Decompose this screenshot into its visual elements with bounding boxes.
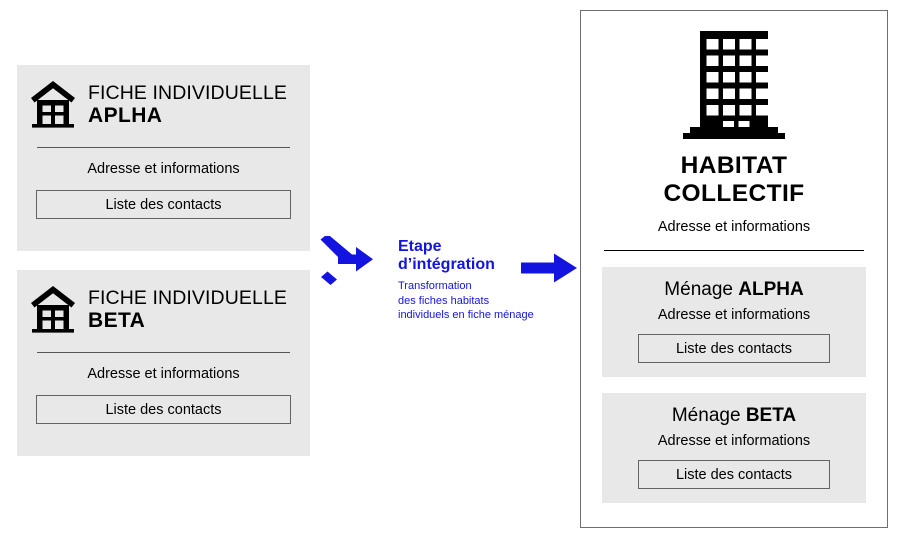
integration-step-subtitle: Transformation des fiches habitats indiv…	[398, 279, 548, 323]
integration-step-text: Etape d’intégration Transformation des f…	[398, 238, 548, 323]
individual-card-title-line1: FICHE INDIVIDUELLE	[88, 81, 288, 104]
integration-step: Etape d’intégration Transformation des f…	[318, 232, 578, 332]
divider	[37, 352, 290, 353]
house-icon	[31, 286, 75, 333]
individual-card-alpha: FICHE INDIVIDUELLE APLHA Adresse et info…	[17, 65, 310, 251]
integration-step-title-line2: d’intégration	[398, 255, 495, 273]
contacts-list-button[interactable]: Liste des contacts	[36, 190, 291, 219]
apartment-building-icon	[683, 31, 785, 139]
address-label: Adresse et informations	[657, 433, 811, 450]
menage-prefix: Ménage	[671, 405, 746, 427]
individual-card-title-line2: BETA	[88, 308, 146, 332]
individual-card-titles: FICHE INDIVIDUELLE BETA	[88, 286, 287, 333]
integration-step-title-line1: Etape	[398, 238, 442, 255]
menage-title: Ménage ALPHA	[602, 279, 866, 301]
individual-card-beta: FICHE INDIVIDUELLE BETA Adresse et infor…	[17, 270, 310, 456]
address-label: Adresse et informations	[87, 161, 240, 177]
collective-address-label: Adresse et informations	[657, 218, 811, 235]
menage-title: Ménage BETA	[602, 405, 866, 427]
address-label: Adresse et informations	[657, 307, 811, 324]
menage-card-beta: Ménage BETA Adresse et informations List…	[602, 393, 866, 504]
individual-card-title-line2: APLHA	[88, 103, 163, 127]
merge-arrow-icon	[320, 236, 373, 285]
collective-housing-panel: HABITAT COLLECTIF Adresse et information…	[580, 10, 888, 528]
contacts-list-button[interactable]: Liste des contacts	[36, 395, 291, 424]
menage-prefix: Ménage	[664, 279, 739, 301]
address-label: Adresse et informations	[87, 366, 240, 382]
menage-card-alpha: Ménage ALPHA Adresse et informations Lis…	[602, 267, 866, 378]
individual-card-header: FICHE INDIVIDUELLE APLHA	[17, 65, 310, 129]
individual-card-header: FICHE INDIVIDUELLE BETA	[17, 270, 310, 334]
divider	[604, 249, 864, 252]
integration-step-title: Etape d’intégration	[398, 238, 548, 274]
collective-title: HABITAT COLLECTIF	[581, 152, 887, 208]
individual-card-titles: FICHE INDIVIDUELLE APLHA	[88, 81, 287, 128]
contacts-list-button[interactable]: Liste des contacts	[638, 460, 830, 490]
divider	[37, 147, 290, 148]
house-icon	[31, 81, 75, 128]
menage-name: BETA	[745, 405, 797, 427]
integration-step-subtitle-line1: Transformation	[398, 279, 472, 292]
collective-title-line2: COLLECTIF	[663, 179, 805, 207]
integration-step-subtitle-line2: des fiches habitats	[398, 294, 490, 307]
menage-name: ALPHA	[738, 279, 804, 301]
individual-card-title-line1: FICHE INDIVIDUELLE	[88, 286, 288, 309]
right-arrow-icon	[521, 253, 577, 283]
integration-step-subtitle-line3: individuels en fiche ménage	[398, 309, 534, 322]
collective-title-line1: HABITAT	[680, 152, 788, 179]
contacts-list-button[interactable]: Liste des contacts	[638, 334, 830, 364]
